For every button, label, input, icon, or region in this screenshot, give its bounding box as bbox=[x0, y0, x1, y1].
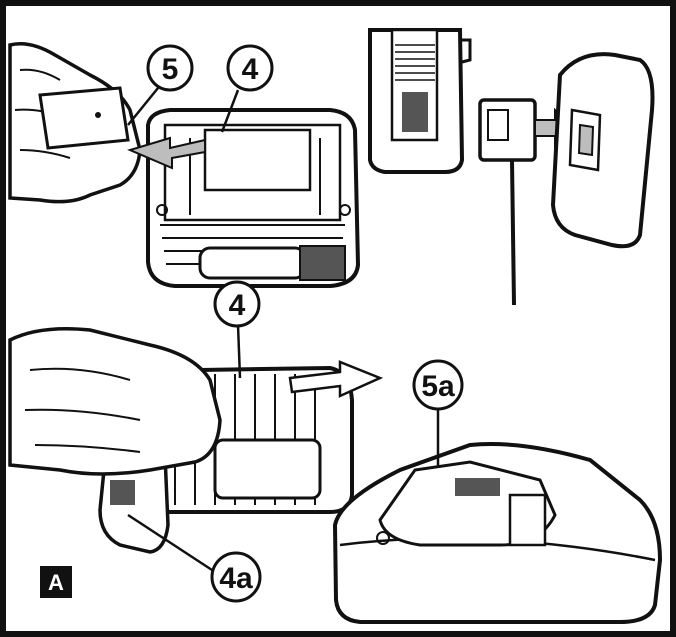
panel-label-text: A bbox=[48, 570, 64, 595]
callout-label: 5 bbox=[162, 53, 179, 86]
callout-4-top: 4 bbox=[226, 44, 274, 92]
leader-lines bbox=[127, 87, 440, 572]
callout-label: 4 bbox=[229, 289, 246, 322]
battery-label-plate bbox=[203, 128, 312, 192]
callout-4a: 4a bbox=[210, 551, 262, 603]
charger-adapter-illustration bbox=[368, 28, 655, 306]
charging-base-illustration bbox=[332, 442, 663, 624]
hand-peeling-label-illustration bbox=[8, 42, 361, 288]
callout-label: 4 bbox=[242, 53, 259, 86]
callout-5a: 5a bbox=[412, 359, 464, 411]
callout-4-middle: 4 bbox=[213, 280, 261, 328]
panel-label: A bbox=[40, 566, 72, 598]
hand-inserting-battery-illustration bbox=[8, 327, 384, 554]
callout-label: 4a bbox=[219, 562, 253, 595]
callout-5-top: 5 bbox=[146, 44, 194, 92]
callout-label: 5a bbox=[421, 370, 455, 403]
